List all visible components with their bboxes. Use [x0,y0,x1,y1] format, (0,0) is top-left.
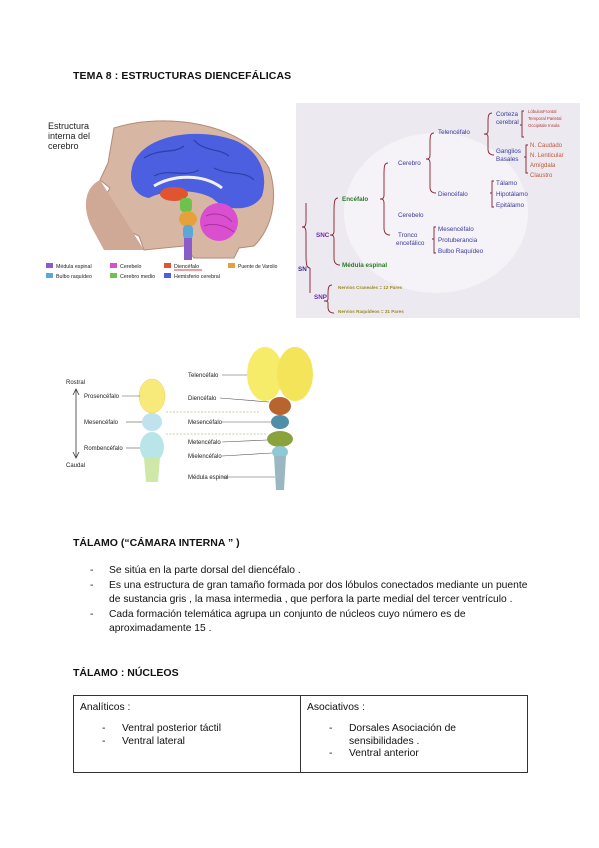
tree-raquideos: Nervios Raquídeos = 31 Pares [338,309,404,314]
tree-epitalamo: Epitálamo [496,202,524,209]
midbrain [180,198,192,212]
right-myelencephalon [272,446,288,458]
tree-claustro: Claustro [530,173,553,179]
tree-lobulos-3: Occipitale Insula [528,123,560,128]
tree-mesencefalo: Mesencéfalo [438,226,474,233]
brain-figure-title-1: Estructura [48,121,89,131]
legend-hemisferio: Hemisferio cerebral [174,274,220,280]
tree-caudado: N. Caudado [530,143,563,149]
tree-tronco-2: encefálico [396,240,425,247]
brain-internal-figure: Estructura interna del cerebro Médula es… [44,118,279,283]
tree-bulbo: Bulbo Raquídeo [438,248,484,255]
bullet-item: Cada formación telemática agrupa un conj… [90,608,530,637]
tree-ganglios-1: Ganglios [496,148,521,155]
tube-mielencefalo: Mielencéfalo [188,454,222,460]
brain-figure-title-3: cerebro [48,141,79,151]
right-diencephalon [269,397,291,415]
tree-sn: SN [298,266,307,273]
tube-telencefalo: Telencéfalo [188,373,219,379]
bullet-item: Es una estructura de gran tamaño formada… [90,579,530,608]
nervous-system-tree: SN SNC SNP Encéfalo Médula espinal Cereb… [296,103,580,318]
right-spinal-cord [274,456,286,490]
tree-tronco-1: Tronco [398,232,418,239]
tree-corteza-2: cerebral [496,119,519,126]
tree-snp: SNP [314,294,327,301]
bullet-item: Se sitúa en la parte dorsal del diencéfa… [90,564,530,579]
asociativos-cell: Asociativos : Dorsales Asociación de sen… [300,695,528,773]
page-title: TEMA 8 : ESTRUCTURAS DIENCEFÁLICAS [73,70,292,82]
tree-lobulos-1: LóbulosFrontal [528,109,556,114]
legend-diencefalo: Diencéfalo [174,264,199,270]
pons [179,211,197,227]
tree-corteza-1: Corteza [496,111,519,118]
tube-caudal: Caudal [66,463,85,469]
tree-talamo: Tálamo [496,180,517,187]
legend-medula: Médula espinal [56,264,92,270]
neural-tube-figure: Rostral Prosencéfalo Mesencéfalo Rombenc… [62,342,332,494]
tube-mesencefalo-left: Mesencéfalo [84,420,119,426]
tree-medula: Médula espinal [342,262,387,269]
diencephalon [160,187,188,201]
right-mesencephalon [271,415,289,429]
tree-amigdala: Amígdala [530,163,556,169]
tree-ganglios-2: Basales [496,156,518,163]
tube-rostral: Rostral [66,380,85,386]
tree-hipotalamo: Hipotálamo [496,191,528,198]
right-telencephalon-left [247,347,283,401]
brain-figure-title-2: interna del [48,131,90,141]
tube-medula: Médula espinal [188,475,228,481]
asociativos-item: Dorsales Asociación de sensibilidades . [307,723,521,748]
tree-cerebro: Cerebro [398,160,421,167]
spinal-cord [184,238,192,260]
tube-diencefalo: Diencéfalo [188,396,217,402]
analiticos-head: Analíticos : [80,702,131,713]
tube-mesencefalo-right: Mesencéfalo [188,420,223,426]
tree-protuberancia: Protuberancia [438,237,478,244]
tree-snc: SNC [316,232,330,239]
nucleos-table: Analíticos : Ventral posterior táctil Ve… [73,695,528,773]
talamo-bullets: Se sitúa en la parte dorsal del diencéfa… [90,564,530,637]
tree-lenticular: N. Lenticular [530,153,564,159]
tree-cerebelo: Cerebelo [398,212,424,219]
tube-prosencefalo: Prosencéfalo [84,394,120,400]
left-prosencephalon [138,378,166,414]
tube-rombencefalo: Rombencéfalo [84,446,123,452]
tree-lobulos-2: Temporal Parietal [528,116,561,121]
asociativos-head: Asociativos : [307,702,365,713]
tube-metencefalo: Metencéfalo [188,440,221,446]
brain-legend: Médula espinal Cerebelo Diencéfalo Puent… [46,263,278,280]
legend-bulbo: Bulbo raquídeo [56,274,92,280]
tree-encefalo: Encéfalo [342,196,368,203]
legend-medio: Cerebro medio [120,274,155,280]
medulla [183,225,193,239]
nucleos-heading: TÁLAMO : NÚCLEOS [73,667,179,679]
right-metencephalon [267,431,293,447]
tree-craneales: Nervios Craneales = 12 Pares [338,285,403,290]
left-rhombencephalon [140,432,164,462]
legend-cerebelo: Cerebelo [120,264,142,270]
left-mesencephalon [142,413,162,431]
cerebellum [200,203,238,241]
analiticos-item: Ventral lateral [80,736,294,749]
talamo-heading: TÁLAMO (“CÁMARA INTERNA ” ) [73,537,240,549]
asociativos-item: Ventral anterior [307,748,521,761]
legend-puente: Puente de Varolio [238,264,278,270]
analiticos-item: Ventral posterior táctil [80,723,294,736]
analiticos-cell: Analíticos : Ventral posterior táctil Ve… [73,695,301,773]
tree-diencefalo: Diencéfalo [438,191,468,198]
right-telencephalon-right [277,347,313,401]
tree-telencefalo: Telencéfalo [438,129,470,136]
